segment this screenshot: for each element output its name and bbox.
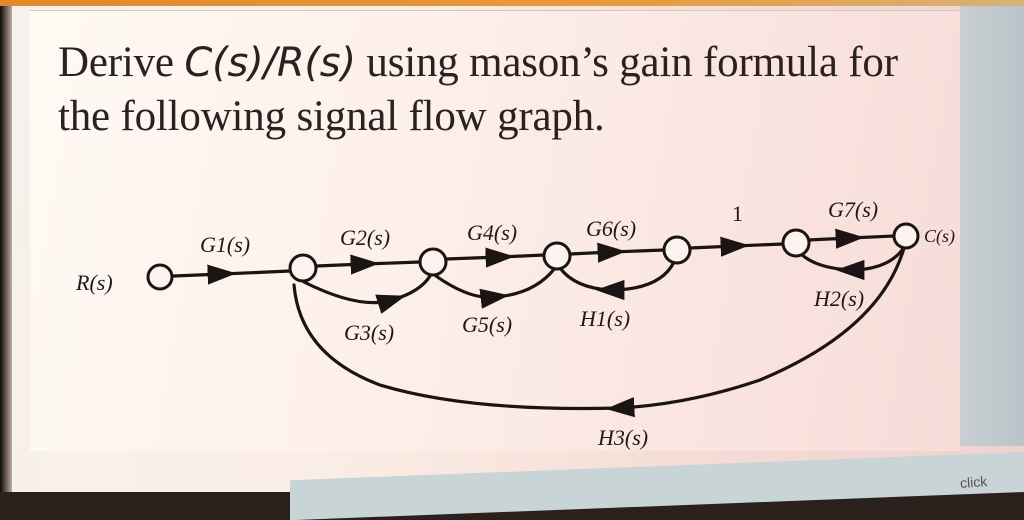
gain-g2-label: G2(s) (340, 225, 390, 250)
partial-link-text[interactable]: click (959, 473, 988, 491)
output-label: C(s) (924, 226, 955, 247)
question-line-1: Derive C(s)/R(s) using mason’s gain form… (58, 36, 958, 90)
question-text: Derive C(s)/R(s) using mason’s gain form… (58, 36, 958, 144)
gain-g1-label: G1(s) (200, 232, 250, 257)
gain-h3-label: H3(s) (597, 425, 648, 450)
branch-g4 (444, 247, 515, 268)
gain-h1-label: H1(s) (579, 306, 630, 331)
input-label: R(s) (75, 270, 113, 295)
branch-g5 (434, 274, 510, 309)
gain-g3-label: G3(s) (344, 320, 394, 345)
branch-g1 (172, 264, 237, 285)
question-suffix: using mason’s gain formula for (355, 39, 898, 86)
node-5 (781, 228, 811, 258)
gain-g4-label: G4(s) (467, 220, 517, 245)
node-2 (418, 247, 448, 277)
branch-g3 (302, 280, 406, 314)
gain-h2-label: H2(s) (813, 286, 864, 311)
math-c: C (184, 40, 213, 86)
math-s1: (s)/ (212, 40, 277, 86)
branch-g2 (314, 254, 380, 275)
gain-g7-label: G7(s) (828, 197, 878, 222)
question-card (30, 10, 960, 451)
branch-g7 (806, 228, 865, 249)
transfer-function-expression: C(s)/R(s) (184, 40, 356, 86)
gain-g6-label: G6(s) (586, 216, 636, 241)
window-top-edge (0, 0, 1024, 6)
gain-unity-label: 1 (732, 201, 743, 226)
right-panel-edge (960, 6, 1024, 446)
gain-g5-label: G5(s) (462, 312, 512, 337)
question-prefix: Derive (58, 39, 185, 86)
branch-g6 (568, 242, 627, 263)
branch-unity (688, 236, 750, 257)
node-output (892, 222, 920, 250)
monitor-bezel (0, 6, 12, 492)
branch-h1 (595, 260, 676, 301)
node-4 (662, 235, 692, 265)
question-line-2: the following signal flow graph. (58, 93, 605, 140)
math-r: R (276, 40, 305, 86)
node-3 (542, 241, 572, 271)
branch-h3 (605, 246, 906, 418)
node-1 (288, 253, 318, 283)
math-s2: (s) (304, 40, 356, 86)
signal-flow-graph: R(s) C(s) G1(s) G2(s) G3(s) G4(s) G5(s) … (75, 197, 955, 450)
node-input (146, 263, 174, 291)
